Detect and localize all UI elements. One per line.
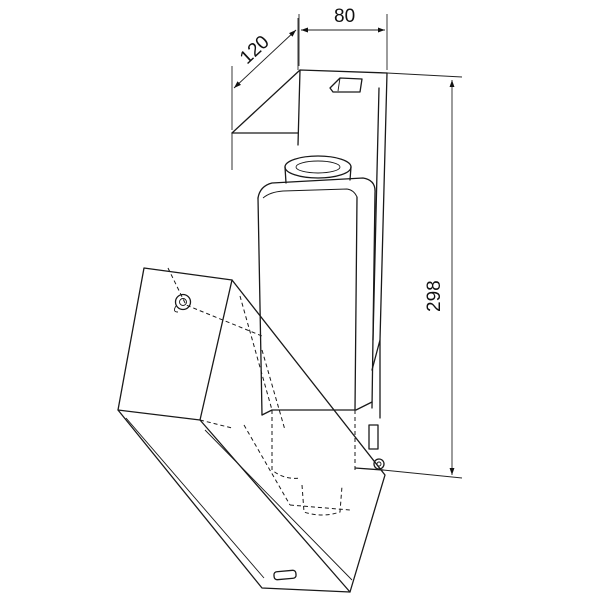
soap-container: [257, 177, 376, 416]
dimension-height-label: 298: [424, 280, 445, 312]
dispense-slot: [273, 569, 297, 581]
hinge-pivot: [354, 424, 385, 471]
dimension-depth-label: 80: [334, 6, 355, 27]
pump-body: [239, 295, 356, 516]
dimension-width-label: 120: [236, 32, 274, 69]
lock-icon: [173, 293, 192, 313]
dimension-height: 298: [382, 72, 463, 479]
bracket-tab: [329, 77, 363, 93]
wall-bracket: [231, 69, 388, 419]
container-neck: [284, 155, 352, 184]
dispenser-cover: [117, 267, 386, 593]
dimension-width: 120: [231, 18, 299, 130]
dimension-depth: 80: [298, 6, 388, 70]
